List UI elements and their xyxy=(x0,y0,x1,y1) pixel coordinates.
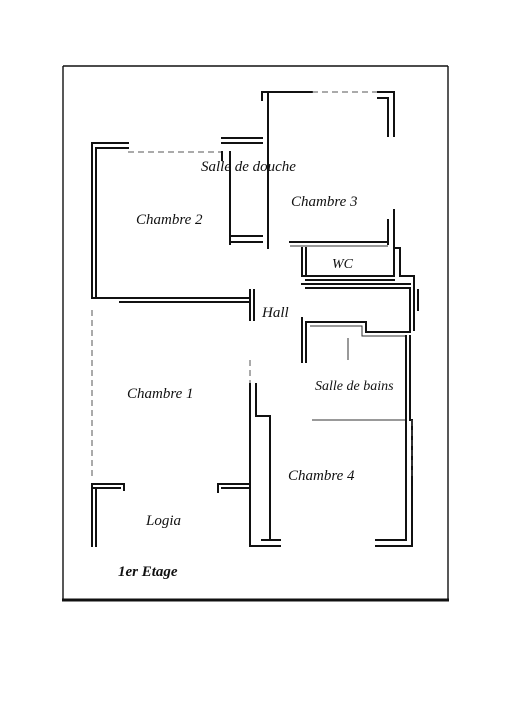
room-label-chambre-1: Chambre 1 xyxy=(127,386,194,402)
floor-label: 1er Etage xyxy=(118,564,178,580)
room-label-salle-de-douche: Salle de douche xyxy=(201,159,296,175)
room-label-logia: Logia xyxy=(145,513,181,529)
room-label-chambre-3: Chambre 3 xyxy=(291,194,358,210)
room-label-chambre-2: Chambre 2 xyxy=(136,212,203,228)
room-label-salle-de-bains: Salle de bains xyxy=(315,379,394,394)
room-label-chambre-4: Chambre 4 xyxy=(288,468,355,484)
room-label-hall: Hall xyxy=(261,305,289,321)
room-label-wc: WC xyxy=(332,257,354,272)
page-frame xyxy=(62,65,449,602)
walls xyxy=(91,91,419,547)
